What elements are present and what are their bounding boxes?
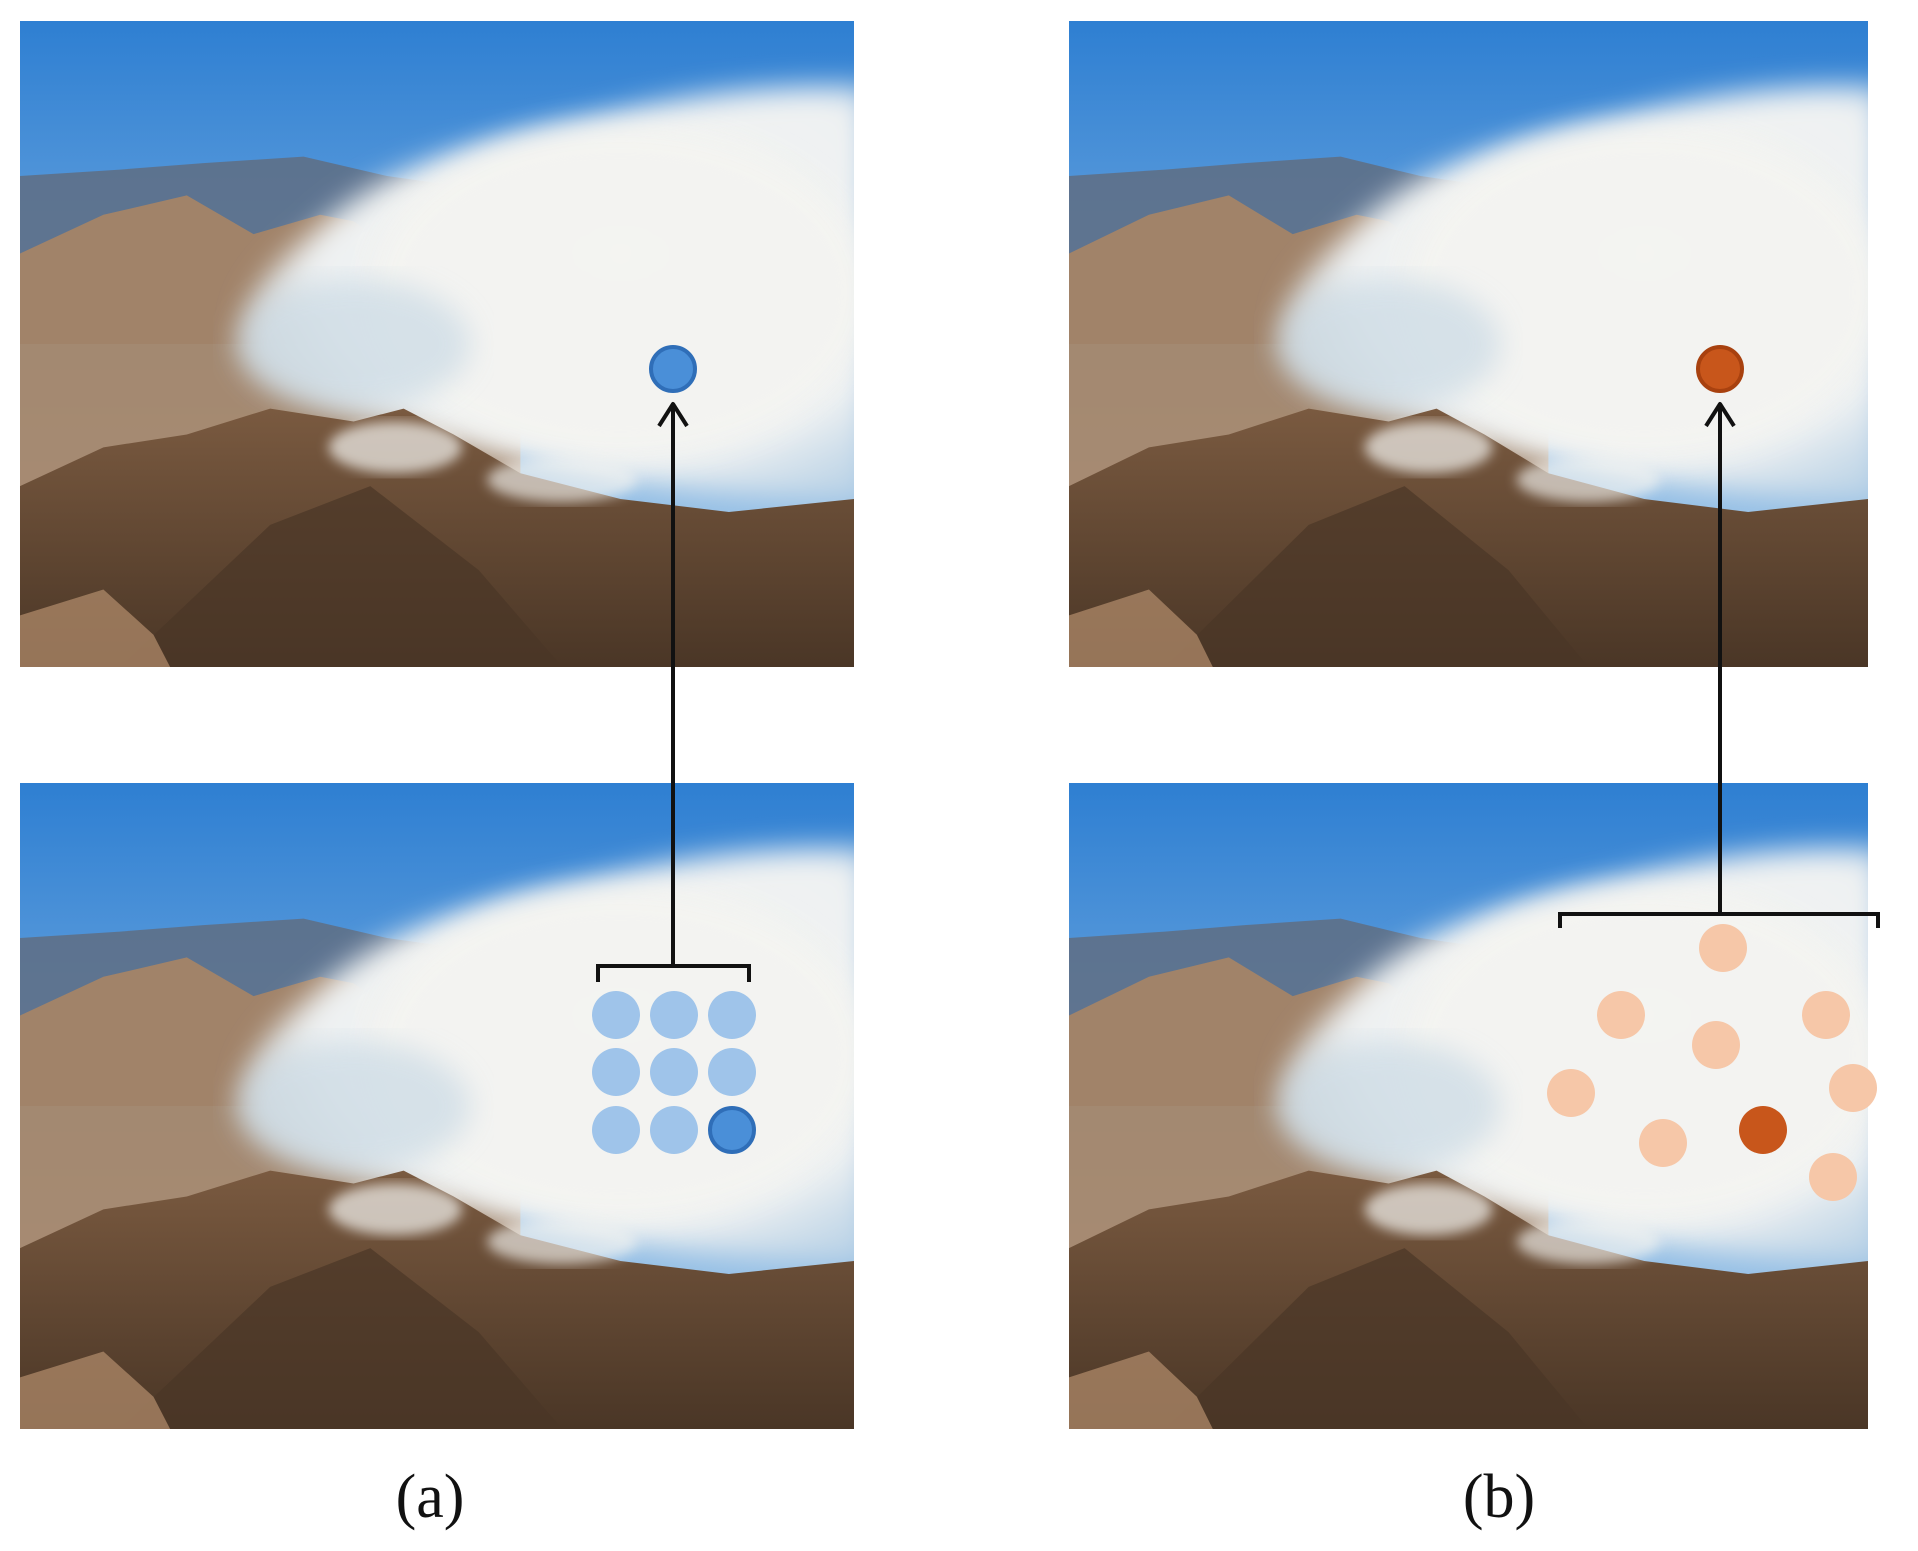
sample-point [650,1106,698,1154]
smoke-wisp [487,457,638,503]
ridge-shadow [1164,486,1589,667]
smoke-wisp [1364,421,1493,474]
panel-a-caption: (a) [395,1463,465,1531]
panel-b-top-photo [1069,21,1868,667]
sample-point [650,1048,698,1096]
smoke-wisp [1516,1219,1661,1265]
smoke-low [236,279,471,409]
sample-point [1802,991,1850,1039]
ridge-shadow [120,1248,563,1429]
panel-a-bottom-photo [20,783,854,1429]
smoke-wisp [328,421,463,474]
foreground-slope [1069,589,1213,667]
connector-arrow-b-head [1704,402,1736,428]
photos-layer [20,21,1868,1429]
ridge-shadow [120,486,563,667]
output-point-a [649,345,697,393]
ridge-shadow [1164,1248,1589,1429]
smoke-low [236,1041,471,1171]
sample-point [1639,1119,1687,1167]
connector-arrow-a-head [657,402,689,428]
panel-b-caption: (b) [1462,1463,1536,1531]
panel-b-bottom-photo [1069,783,1868,1429]
sample-point [592,1106,640,1154]
smoke-wisp [1364,1183,1493,1236]
sample-point [708,1048,756,1096]
selected-sample-point [1739,1106,1787,1154]
sample-point [1809,1153,1857,1201]
smoke-wisp [487,1219,638,1265]
sample-point [1829,1064,1877,1112]
smoke-low [1276,279,1501,409]
smoke-core [1404,124,1868,461]
output-point-b [1696,345,1744,393]
panel-a-top-photo [20,21,854,667]
sample-point [592,991,640,1039]
foreground-slope [1069,1351,1213,1429]
sample-point [1547,1069,1595,1117]
smoke-wisp [328,1183,463,1236]
sample-point [708,991,756,1039]
foreground-slope [20,589,171,667]
selected-sample-point [708,1106,756,1154]
sample-point [1699,924,1747,972]
sample-point [1692,1021,1740,1069]
smoke-wisp [1516,457,1661,503]
sample-point [592,1048,640,1096]
foreground-slope [20,1351,171,1429]
smoke-low [1276,1041,1501,1171]
overlay-layer [592,345,1880,1201]
sample-point [650,991,698,1039]
smoke-core [370,124,854,461]
sample-point [1597,991,1645,1039]
